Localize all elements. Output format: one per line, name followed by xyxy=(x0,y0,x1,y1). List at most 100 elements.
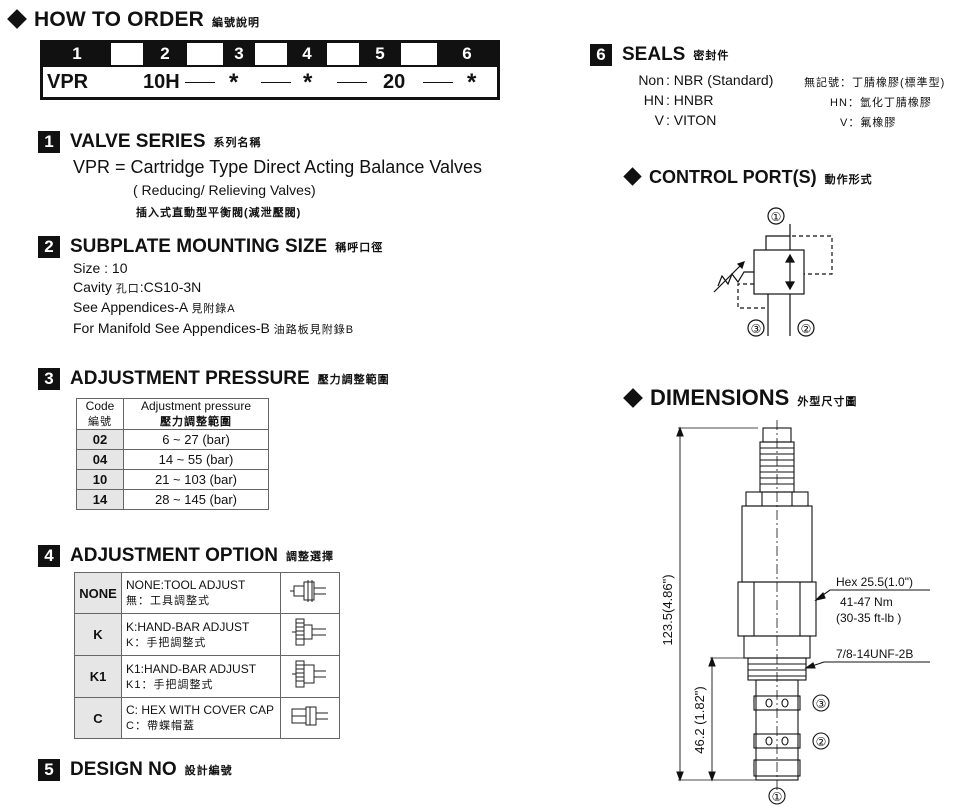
dimensions-title: DIMENSIONS xyxy=(650,385,790,410)
section-4-number: 4 xyxy=(38,545,60,567)
hex-size-label: Hex 25.5(1.0") xyxy=(836,575,913,589)
option-code: K1 xyxy=(74,655,122,698)
valve-series-description: VPR = Cartridge Type Direct Acting Balan… xyxy=(73,157,483,177)
seals-list: Non : NBR (Standard) 無記號：丁腈橡膠(標準型) HN : … xyxy=(590,72,970,132)
section-5-title-cjk: 設計編號 xyxy=(184,765,233,777)
order-position-2: 2 xyxy=(143,43,187,65)
valve-series-cjk: 插入式直動型平衡閥(減泄壓閥) xyxy=(136,207,302,219)
section-6-title-cjk: 密封件 xyxy=(693,50,730,62)
cavity-line: Cavity 孔口:CS10-3N xyxy=(73,279,202,295)
dimensions-heading: DIMENSIONS 外型尺寸圖 xyxy=(623,385,858,411)
section-2-title: SUBPLATE MOUNTING SIZE xyxy=(70,236,328,257)
port-label-2: ② xyxy=(801,322,812,336)
option-desc: K:HAND-BAR ADJUST xyxy=(126,619,250,634)
option-desc-cjk: 無：工具調整式 xyxy=(126,595,210,607)
option-desc-cjk: K1：手把調整式 xyxy=(126,678,214,691)
hand-bar-icon xyxy=(292,618,326,646)
col-pressure-header: Adjustment pressure xyxy=(140,399,252,413)
order-value-4: * xyxy=(303,69,313,96)
order-position-3: 3 xyxy=(223,43,255,65)
valve-series-subtitle: ( Reducing/ Relieving Valves) xyxy=(133,182,316,198)
page-title-cjk: 編號說明 xyxy=(212,17,261,29)
option-code: NONE xyxy=(74,572,122,614)
option-desc: K1:HAND-BAR ADJUST xyxy=(126,661,257,676)
section-4-title-cjk: 調整選擇 xyxy=(285,551,334,563)
appendix-a-line: See Appendices-A 見附錄A xyxy=(73,299,236,315)
pressure-code: 02 xyxy=(76,429,124,450)
table-row: K1 K1:HAND-BAR ADJUST K1：手把調整式 xyxy=(74,655,340,698)
section-1-title: VALVE SERIES xyxy=(70,131,206,152)
port-1-circle xyxy=(767,207,785,225)
option-desc-cjk: C：帶蝶帽蓋 xyxy=(126,720,195,732)
lower-length-label: 46.2 (1.82") xyxy=(692,686,707,754)
pressure-code: 10 xyxy=(76,469,124,490)
pressure-range: 14 ~ 55 (bar) xyxy=(123,449,269,470)
section-3-title-cjk: 壓力調整範圍 xyxy=(317,374,390,386)
section-3-heading: 3 ADJUSTMENT PRESSURE 壓力調整範圍 xyxy=(38,368,390,390)
table-row: C C: HEX WITH COVER CAP C：帶蝶帽蓋 xyxy=(74,697,340,739)
port-label-3: ③ xyxy=(751,322,762,336)
pressure-range: 6 ~ 27 (bar) xyxy=(123,429,269,450)
section-5-title: DESIGN NO xyxy=(70,759,177,780)
port-label-1: ① xyxy=(771,210,782,224)
hex-cover-cap-icon xyxy=(291,706,328,725)
dim-port-1: ① xyxy=(772,790,783,804)
section-5-number: 5 xyxy=(38,759,60,781)
dim-port-2: ② xyxy=(816,735,827,749)
order-value-1: VPR xyxy=(47,71,89,93)
section-1-title-cjk: 系列名稱 xyxy=(213,137,262,149)
list-item: HN : HNBR HN：氫化丁腈橡膠 xyxy=(643,92,932,109)
thread-label: 7/8-14UNF-2B xyxy=(836,647,913,661)
section-2-number: 2 xyxy=(38,236,60,258)
order-position-6: 6 xyxy=(437,43,497,65)
page-title: HOW TO ORDER xyxy=(34,8,205,31)
size-line: Size : 10 xyxy=(73,260,128,276)
order-value-5: 20 xyxy=(383,71,406,93)
section-6-title: SEALS xyxy=(622,44,686,65)
list-item: Non : NBR (Standard) 無記號：丁腈橡膠(標準型) xyxy=(638,72,946,89)
option-code: C xyxy=(74,697,122,739)
overall-length-label: 123.5(4.86") xyxy=(660,574,675,645)
col-code-header-cjk: 編號 xyxy=(88,416,112,428)
col-code-header: Code xyxy=(85,399,115,413)
option-desc-cjk: K：手把調整式 xyxy=(126,636,207,649)
section-5-heading: 5 DESIGN NO 設計編號 xyxy=(38,759,233,781)
list-item: V : VITON V：氟橡膠 xyxy=(654,112,897,129)
valve-dimension-drawing: 123.5(4.86") 46.2 (1.82") Hex 25.5(1.0")… xyxy=(660,420,930,805)
appendix-b-line: For Manifold See Appendices-B 油路板見附錄B xyxy=(73,320,355,336)
page-header: HOW TO ORDER 編號說明 xyxy=(7,8,261,32)
order-code-box: 1 2 3 4 5 6 VPR 10H * * 20 * xyxy=(40,40,500,100)
pressure-code: 04 xyxy=(76,449,124,470)
order-position-1: 1 xyxy=(43,43,111,65)
torque-label: 41-47 Nm xyxy=(840,595,893,609)
section-6-heading: 6 SEALS 密封件 xyxy=(590,44,729,66)
diamond-bullet-icon xyxy=(623,167,642,186)
order-position-5: 5 xyxy=(359,43,401,65)
diamond-bullet-icon xyxy=(623,388,643,408)
pressure-range: 21 ~ 103 (bar) xyxy=(123,469,269,490)
control-port-heading: CONTROL PORT(S)動作形式 xyxy=(623,167,873,188)
hand-bar-k1-icon xyxy=(292,660,326,688)
dim-port-3: ③ xyxy=(816,697,827,711)
order-value-3: * xyxy=(229,69,239,96)
control-port-schematic: ① ③ ② xyxy=(713,207,833,337)
pressure-code: 14 xyxy=(76,489,124,510)
section-3-number: 3 xyxy=(38,368,60,390)
col-pressure-header-cjk: 壓力調整範圍 xyxy=(160,416,232,428)
control-port-title: CONTROL PORT(S) xyxy=(649,167,817,187)
option-desc: C: HEX WITH COVER CAP xyxy=(126,703,275,717)
dimensions-title-cjk: 外型尺寸圖 xyxy=(797,396,858,408)
order-value-6: * xyxy=(467,69,477,96)
section-6-number: 6 xyxy=(590,44,612,66)
section-3-title: ADJUSTMENT PRESSURE xyxy=(70,368,310,389)
